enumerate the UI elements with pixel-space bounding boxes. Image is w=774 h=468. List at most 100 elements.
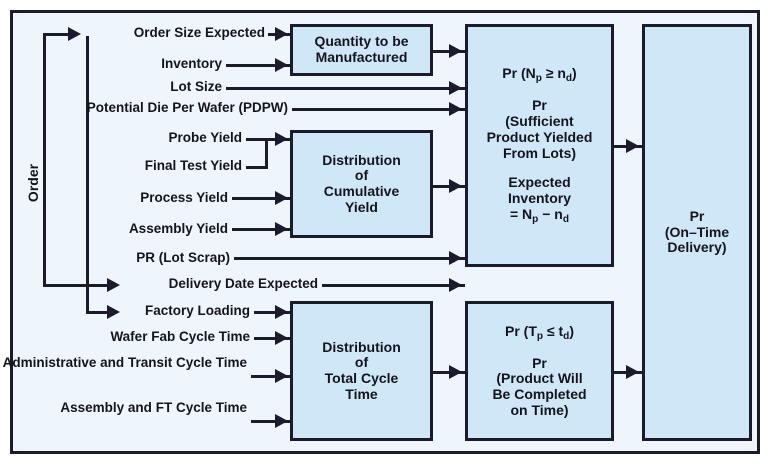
admin-cycle-line2: Transit Cycle Time xyxy=(127,355,247,370)
sufficient-formula-pre: Pr (N xyxy=(502,65,536,82)
on-time-delivery-line1: Pr xyxy=(689,207,705,224)
sufficient-formula-post: ) xyxy=(572,65,577,82)
sufficient-formula-sub2: d xyxy=(565,73,573,85)
line-process-yield-to-cumulative xyxy=(232,197,290,200)
box-on-time-delivery[interactable]: Pr (On–Time Delivery) xyxy=(642,24,752,441)
box-product-completed-on-time[interactable]: Pr (Tp ≤ td) Pr (Product Will Be Complet… xyxy=(465,301,614,441)
completed-formula-post: ) xyxy=(569,322,574,339)
sufficient-formula-sub1: p xyxy=(535,73,542,85)
line-factory-loading-to-cycle xyxy=(254,311,290,314)
input-label-final-test-yield: Final Test Yield xyxy=(144,158,242,173)
input-label-pr-lot-scrap: PR (Lot Scrap) xyxy=(136,250,230,265)
arrow-cumulative-to-sufficient xyxy=(449,179,462,193)
quantity-box-line1: Quantity to be xyxy=(314,33,409,50)
box-distribution-of-cumulative-yield[interactable]: Distribution of Cumulative Yield xyxy=(290,130,433,238)
line-lot-size-to-sufficient xyxy=(226,87,465,90)
sufficient-line1: (Sufficient xyxy=(505,113,574,130)
sufficient-line4: Expected xyxy=(508,174,571,191)
sufficient-line6-sub1: p xyxy=(532,213,539,225)
cumulative-yield-line2: of xyxy=(354,167,369,184)
box-sufficient-product-yielded[interactable]: Pr (Np ≥ nd) Pr (Sufficient Product Yiel… xyxy=(465,24,614,267)
order-bus-outer-vertical xyxy=(43,33,46,287)
input-label-delivery-date-expected: Delivery Date Expected xyxy=(168,276,318,291)
cumulative-yield-line1: Distribution xyxy=(322,151,401,168)
sufficient-line6: = Np − nd xyxy=(472,205,607,225)
arrow-process-yield-to-cumulative xyxy=(275,191,288,205)
arrow-inventory-to-quantity xyxy=(275,58,288,72)
line-pdpw-to-sufficient xyxy=(292,108,465,111)
input-label-assembly-yield: Assembly Yield xyxy=(128,221,228,236)
total-cycle-line1: Distribution xyxy=(322,338,401,355)
box-quantity-to-be-manufactured[interactable]: Quantity to be Manufactured xyxy=(290,24,433,76)
admin-cycle-line1: Administrative and xyxy=(2,355,125,370)
completed-formula-sub1: p xyxy=(536,330,544,342)
completed-formula: Pr (Tp ≤ td) xyxy=(472,322,607,342)
cumulative-yield-line4: Yield xyxy=(345,198,378,215)
order-bus-inner-vertical xyxy=(86,36,89,313)
assembly-ft-line1: Assembly and xyxy=(60,400,152,415)
branch-to-delivery-date xyxy=(86,284,108,287)
input-label-assembly-ft-cycle-time: Assembly and FT Cycle Time xyxy=(0,400,247,416)
arrow-order-size-to-quantity xyxy=(275,27,288,41)
input-label-order-size-expected: Order Size Expected xyxy=(133,25,265,40)
on-time-delivery-line2: (On–Time xyxy=(664,223,730,240)
arrow-delivery-date-to-on-time xyxy=(449,278,462,292)
box-distribution-of-total-cycle-time[interactable]: Distribution of Total Cycle Time xyxy=(290,301,433,441)
arrow-to-factory-loading xyxy=(107,305,120,319)
order-bus-top-stub xyxy=(43,33,69,36)
arrow-lot-size-to-sufficient xyxy=(449,81,462,95)
order-bus-bottom-stub xyxy=(43,284,87,287)
sufficient-line6-mid: − n xyxy=(538,205,563,222)
sufficient-formula-mid: ≥ n xyxy=(541,65,566,82)
completed-formula-pre: Pr (T xyxy=(505,322,537,339)
line-delivery-date-to-on-time xyxy=(322,284,465,287)
input-label-factory-loading: Factory Loading xyxy=(144,303,250,318)
arrow-bracket-to-cumulative-yield xyxy=(275,132,288,146)
line-assembly-ft-to-cycle xyxy=(251,420,290,423)
line-final-test-yield-stub xyxy=(246,166,268,169)
on-time-delivery-line3: Delivery) xyxy=(667,239,727,256)
arrow-sufficient-to-delivery xyxy=(626,139,639,153)
sufficient-line-pr: Pr xyxy=(532,97,547,114)
sufficient-line5: Inventory xyxy=(507,189,571,206)
completed-formula-sub2: d xyxy=(563,330,570,342)
assembly-ft-line2: FT Cycle Time xyxy=(155,400,247,415)
arrow-cycle-to-on-time xyxy=(449,365,462,379)
arrow-admin-transit-to-cycle xyxy=(275,369,288,383)
sufficient-spacer xyxy=(472,161,607,175)
arrow-factory-loading-to-cycle xyxy=(275,305,288,319)
input-label-probe-yield: Probe Yield xyxy=(168,130,242,145)
line-admin-transit-to-cycle xyxy=(251,375,290,378)
line-probe-yield-stub xyxy=(246,138,268,141)
sufficient-line6-pre: = N xyxy=(509,205,533,222)
arrow-assembly-ft-to-cycle xyxy=(275,414,288,428)
bracket-probe-final-test xyxy=(265,138,268,169)
line-assembly-yield-to-cumulative xyxy=(232,228,290,231)
arrow-pr-lot-scrap-to-sufficient xyxy=(449,251,462,265)
input-label-lot-size: Lot Size xyxy=(170,79,222,94)
quantity-box-line2: Manufactured xyxy=(315,49,408,65)
input-label-administrative-transit-cycle-time: Administrative and Transit Cycle Time xyxy=(0,355,247,371)
arrow-wafer-fab-to-cycle xyxy=(275,331,288,345)
completed-line-pr: Pr xyxy=(532,354,547,371)
total-cycle-line4: Time xyxy=(345,385,378,402)
branch-to-factory-loading xyxy=(86,311,108,314)
total-cycle-line2: of xyxy=(354,354,369,371)
arrow-to-order-size-expected xyxy=(68,27,81,41)
arrow-completed-to-delivery xyxy=(626,365,639,379)
completed-line3: on Time) xyxy=(510,401,569,418)
line-inventory-to-quantity xyxy=(226,64,290,67)
cumulative-yield-line3: Cumulative xyxy=(323,183,400,199)
input-label-process-yield: Process Yield xyxy=(140,190,228,205)
total-cycle-line3: Total Cycle xyxy=(324,370,399,386)
sufficient-line6-sub2: d xyxy=(562,213,569,225)
arrow-quantity-to-sufficient xyxy=(449,44,462,58)
arrow-assembly-yield-to-cumulative xyxy=(275,222,288,236)
sufficient-formula: Pr (Np ≥ nd) xyxy=(472,65,607,85)
sufficient-line2: Product Yielded xyxy=(486,128,593,145)
sufficient-line3: From Lots) xyxy=(502,144,577,161)
arrow-to-delivery-date-expected xyxy=(107,278,120,292)
completed-line1: (Product Will xyxy=(496,370,583,387)
line-pr-lot-scrap-to-sufficient xyxy=(234,257,465,260)
